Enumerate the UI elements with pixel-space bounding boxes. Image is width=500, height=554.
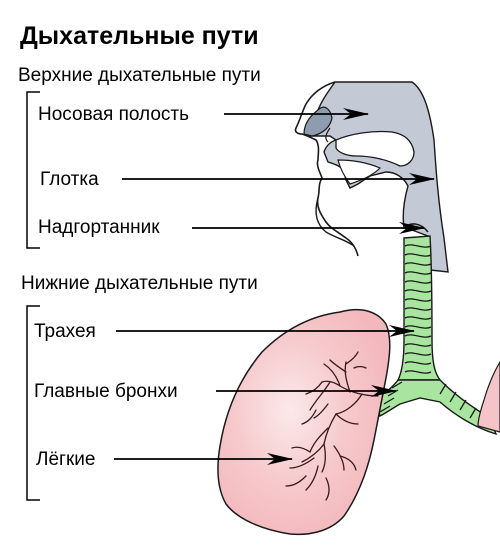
tracheal-ring: [404, 262, 432, 266]
label-epiglottis: Надгортанник: [38, 217, 160, 238]
label-nasal-cavity: Носовая полость: [38, 104, 189, 125]
lung-shape: [217, 308, 391, 536]
jaw-line: [325, 127, 331, 143]
oral-cavity: [335, 130, 415, 167]
tracheal-ring: [404, 361, 432, 365]
upper-group-bracket: [26, 91, 40, 249]
tracheal-ring: [404, 352, 432, 356]
bronchus-ring: [449, 391, 457, 403]
label-main-bronchi: Главные бронхи: [34, 381, 178, 402]
neck-outline: [315, 197, 355, 247]
tracheal-ring: [404, 271, 432, 275]
anatomy-illustration: [217, 81, 500, 536]
bronchus-ring: [459, 399, 467, 411]
tracheal-ring: [404, 343, 432, 347]
lower-group-bracket: [26, 305, 40, 501]
tracheal-ring: [404, 298, 432, 302]
bronchial-tree: [285, 351, 379, 501]
tongue: [337, 159, 382, 185]
bronchus-ring: [469, 407, 477, 419]
diagram-title: Дыхательные пути: [20, 22, 259, 50]
tracheal-ring: [404, 244, 432, 248]
tracheal-ring: [404, 280, 432, 284]
tracheal-ring: [404, 307, 432, 311]
lower-group-heading: Нижние дыхательные пути: [21, 273, 258, 294]
bronchus-ring: [439, 383, 447, 395]
label-lungs: Лёгкие: [36, 449, 95, 470]
lower-labels: Трахея Главные бронхи Лёгкие: [34, 321, 415, 470]
tracheal-ring: [404, 253, 432, 257]
upper-group-heading: Верхние дыхательные пути: [18, 65, 261, 86]
tracheal-ring: [404, 289, 432, 293]
tracheal-ring: [404, 370, 432, 374]
bronchus-ring: [383, 397, 395, 405]
bronchus-ring: [379, 405, 391, 413]
tracheal-ring: [404, 316, 432, 320]
label-trachea: Трахея: [34, 321, 96, 342]
left-lung-edge: [477, 360, 500, 433]
tracheal-rings: [379, 244, 477, 419]
face-profile: [294, 81, 359, 257]
label-pharynx: Глотка: [40, 169, 99, 190]
upper-labels: Носовая полость Глотка Надгортанник: [38, 104, 435, 238]
